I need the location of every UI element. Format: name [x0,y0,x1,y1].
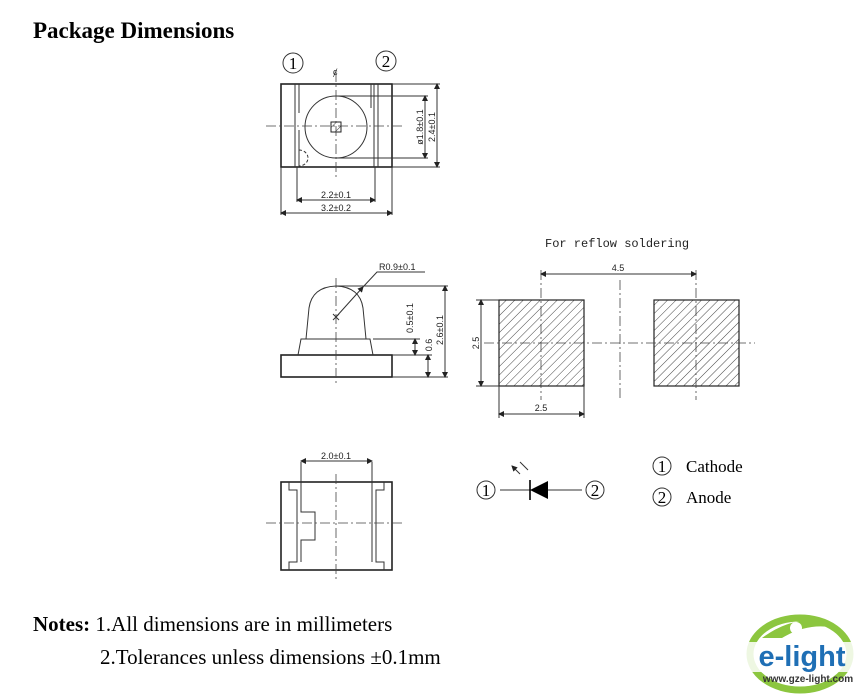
e-light-logo: e-light www.gze-light.com [742,614,864,694]
reflow-caption: For reflow soldering [545,237,689,251]
top-view: 1 2 ȼ ø1.8±0.1 2.4±0.1 2.2±0.1 3.2±0.2 [266,50,440,216]
logo-url: www.gze-light.com [762,674,853,685]
bottom-view: 2.0±0.1 [266,451,404,580]
page-title: Package Dimensions [33,18,235,43]
notes: Notes: 1.All dimensions are in millimete… [33,608,441,674]
legend-num-1: 1 [658,457,667,476]
note-2: 2.Tolerances unless dimensions ±0.1mm [100,645,441,669]
pad-layout: For reflow soldering 4.5 2.5 2.5 [471,237,755,418]
centerline-mark: ȼ [333,67,338,77]
pin1-marker [282,52,304,74]
logo-brand: e-light [759,641,846,673]
legend-num-2: 2 [658,488,667,507]
dim-outer-width: 3.2±0.2 [321,203,351,213]
dim-pad-width: 2.5 [535,403,548,413]
pin2-number: 2 [382,52,391,71]
side-view: R0.9±0.1 0.5±0.1 0.6 2.6±0.1 [280,262,448,385]
dim-pad-pitch: 4.5 [612,263,625,273]
dim-bottom-width: 2.0±0.1 [321,451,351,461]
legend-anode: Anode [686,488,731,507]
symbol-pin2: 2 [591,481,600,500]
pin-legend: 1 Cathode 2 Anode [652,456,743,507]
legend-cathode: Cathode [686,457,743,476]
pin2-marker [375,50,397,72]
symbol-pin1: 1 [482,481,491,500]
dim-base-height: 0.6 [424,339,434,352]
dim-lens-diameter: ø1.8±0.1 [415,109,425,144]
dim-dome-radius: R0.9±0.1 [379,262,415,272]
dim-body-height: 2.4±0.1 [427,112,437,142]
dim-dome-height: 0.5±0.1 [405,303,415,333]
dim-total-height: 2.6±0.1 [435,315,445,345]
dim-pad-height: 2.5 [471,337,481,350]
pin1-number: 1 [289,54,298,73]
note-1: 1.All dimensions are in millimeters [95,612,393,636]
dim-inner-width: 2.2±0.1 [321,190,351,200]
notes-label: Notes: [33,612,91,636]
diode-symbol: 1 2 [476,462,605,500]
